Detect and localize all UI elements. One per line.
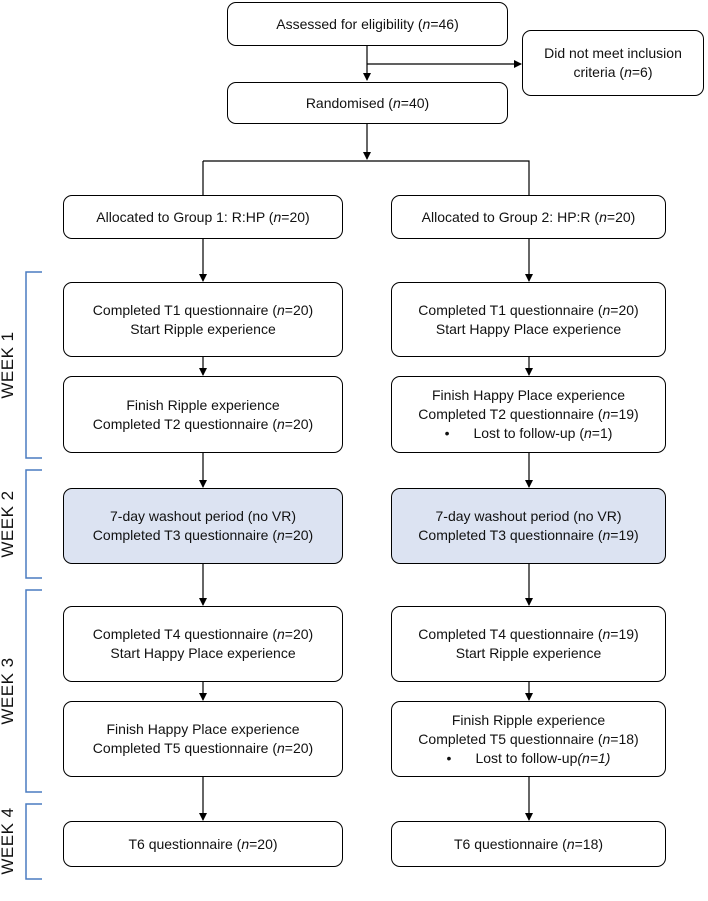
group1-week3-finish-box: Finish Happy Place experience Completed … [63, 701, 343, 777]
group1-week1-finish-box: Finish Ripple experience Completed T2 qu… [63, 376, 343, 453]
week-1-label: WEEK 1 [0, 331, 17, 399]
excluded-box: Did not meet inclusion criteria (n=6) [522, 30, 704, 96]
week-3-bracket [25, 589, 42, 793]
connector-lines [25, 46, 533, 880]
week-4-label: WEEK 4 [0, 807, 17, 875]
group2-allocation-box: Allocated to Group 2: HP:R (n=20) [391, 195, 666, 239]
week-4-bracket [25, 803, 42, 880]
group1-allocation-box: Allocated to Group 1: R:HP (n=20) [63, 195, 343, 239]
split-bar [202, 160, 530, 195]
group2-week3-start-box: Completed T4 questionnaire (n=19) Start … [391, 606, 666, 682]
week-2-label: WEEK 2 [0, 490, 17, 558]
group1-final-box: T6 questionnaire (n=20) [63, 821, 343, 867]
group1-week1-start-box: Completed T1 questionnaire (n=20) Start … [63, 282, 343, 357]
randomised-box: Randomised (n=40) [227, 82, 508, 124]
week-2-bracket [25, 469, 42, 579]
group2-week1-finish-box: Finish Happy Place experience Completed … [391, 376, 666, 453]
week-3-label: WEEK 3 [0, 657, 17, 725]
assessed-box: Assessed for eligibility (n=46) [227, 2, 508, 46]
group2-final-box: T6 questionnaire (n=18) [391, 821, 666, 867]
week-1-bracket [25, 271, 42, 459]
group2-week1-start-box: Completed T1 questionnaire (n=20) Start … [391, 282, 666, 357]
group1-week3-start-box: Completed T4 questionnaire (n=20) Start … [63, 606, 343, 682]
group2-week3-finish-box: Finish Ripple experience Completed T5 qu… [391, 701, 666, 777]
group2-washout-box: 7-day washout period (no VR) Completed T… [391, 488, 666, 564]
group1-washout-box: 7-day washout period (no VR) Completed T… [63, 488, 343, 564]
